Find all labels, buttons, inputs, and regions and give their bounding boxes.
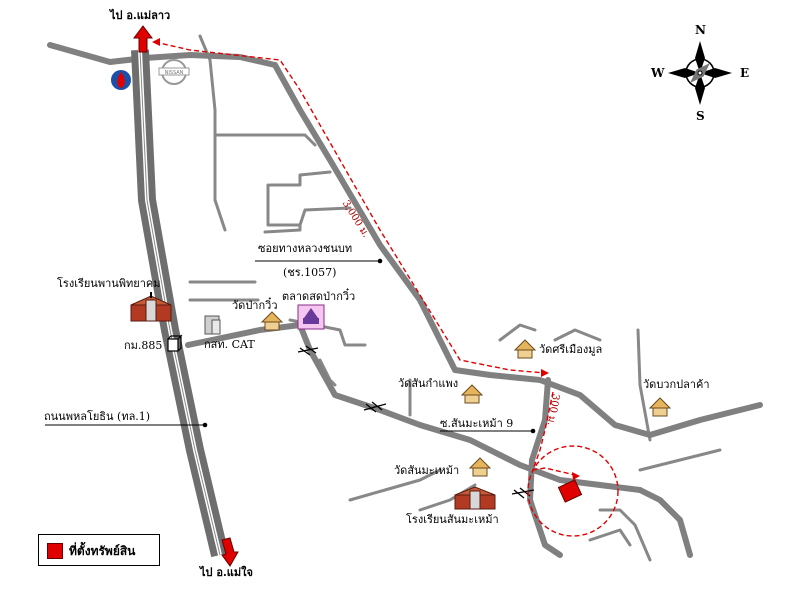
compass-west-label: W [651, 66, 665, 80]
route-arrowheads [152, 38, 580, 480]
label-market: ตลาดสดป่ากวิ๋ว [282, 290, 356, 303]
label-school-san-ma-nao: โรงเรียนสันมะเหม้า [406, 513, 499, 526]
arrow-east [541, 369, 549, 377]
road-soi-san-ma-nao [527, 377, 563, 558]
road-diagonal [272, 62, 763, 438]
bridge-2 [363, 401, 387, 413]
temple-icon [260, 311, 284, 331]
temple-icon [648, 397, 672, 417]
label-wat-buak-pla-kha: วัดบวกปลาค้า [643, 378, 710, 391]
nissan-logo-icon: NISSAN [158, 59, 190, 85]
compass-north-label: N [695, 23, 706, 37]
road-cross [185, 322, 643, 493]
property-radius [527, 445, 619, 537]
minor-roads [188, 34, 722, 562]
leader-lines [45, 260, 533, 432]
road-farm-2 [266, 183, 352, 227]
label-wat-si-mueang-mun: วัดศรีเมืองมูล [539, 343, 603, 356]
school-icon [130, 292, 172, 322]
compass-east-label: E [740, 66, 750, 80]
market-icon [297, 304, 325, 330]
school-icon [454, 486, 496, 510]
direction-arrows [133, 25, 239, 567]
route-path [154, 41, 619, 537]
road-south-5 [588, 528, 632, 547]
label-school-phan: โรงเรียนพานพิทยาคม [57, 277, 161, 290]
leader-dots [202, 258, 536, 434]
road-east-end [637, 487, 693, 558]
label-km: กม.885 [124, 339, 163, 352]
highway-1 [131, 49, 229, 558]
legend-property-swatch-icon [47, 543, 63, 559]
road-east-2 [638, 448, 722, 472]
road-temple-3 [553, 328, 602, 342]
label-soi-tang-luang: ซอยทางหลวงชนบท [258, 242, 353, 255]
label-phahon-road: ถนนพหลโยธิน (ทล.1) [44, 410, 151, 423]
label-to-mae-lao: ไป อ.แม่ลาว [110, 9, 171, 22]
road-north-a [198, 34, 227, 232]
temple-icon [513, 339, 537, 359]
compass-south-label: S [696, 109, 705, 123]
route-3000m [154, 41, 546, 374]
svg-text:NISSAN: NISSAN [165, 70, 184, 76]
ptt-gas-station-icon [111, 70, 131, 90]
label-wat-san-ma-nao: วัดสันมะเหม้า [394, 464, 460, 477]
legend-label: ที่ตั้งทรัพย์สิน [69, 544, 136, 558]
label-to-mae-chai: ไป อ.แม่ใจ [200, 566, 253, 579]
arrow-to-mae-chai-icon [221, 537, 239, 567]
road-east-1 [636, 328, 652, 442]
label-cat: กสท. CAT [204, 338, 255, 351]
road-south-4 [598, 508, 652, 562]
compass-rose-icon [668, 41, 732, 105]
road-south-2 [348, 468, 442, 502]
property-marker-icon [557, 479, 583, 503]
bridge-1 [297, 345, 319, 356]
temple-icon [468, 457, 492, 477]
km-post-icon [167, 334, 183, 352]
arrow-west [152, 38, 160, 46]
road-farm-1 [268, 170, 332, 187]
arrow-south-east [572, 472, 580, 480]
temple-icon [460, 384, 484, 404]
route-300m [531, 391, 576, 476]
bridge-symbols [297, 345, 535, 499]
label-wat-pa-kwiw: วัดป่ากวิ๋ว [232, 299, 278, 312]
map-legend: ที่ตั้งทรัพย์สิน [38, 534, 160, 566]
main-roads [47, 42, 763, 558]
label-soi-san-ma-nao: ซ.สันมะเหม้า 9 [440, 417, 514, 430]
road-top [47, 42, 278, 68]
road-farm-3 [263, 223, 302, 234]
road-temple-2 [498, 323, 537, 342]
arrow-to-mae-lao-icon [133, 25, 153, 53]
road-north-b [213, 133, 317, 147]
label-chor-ror: (ชร.1057) [283, 266, 337, 279]
label-wat-san-kamphaeng: วัดสันกำแพง [398, 377, 459, 390]
office-building-icon [204, 315, 221, 335]
